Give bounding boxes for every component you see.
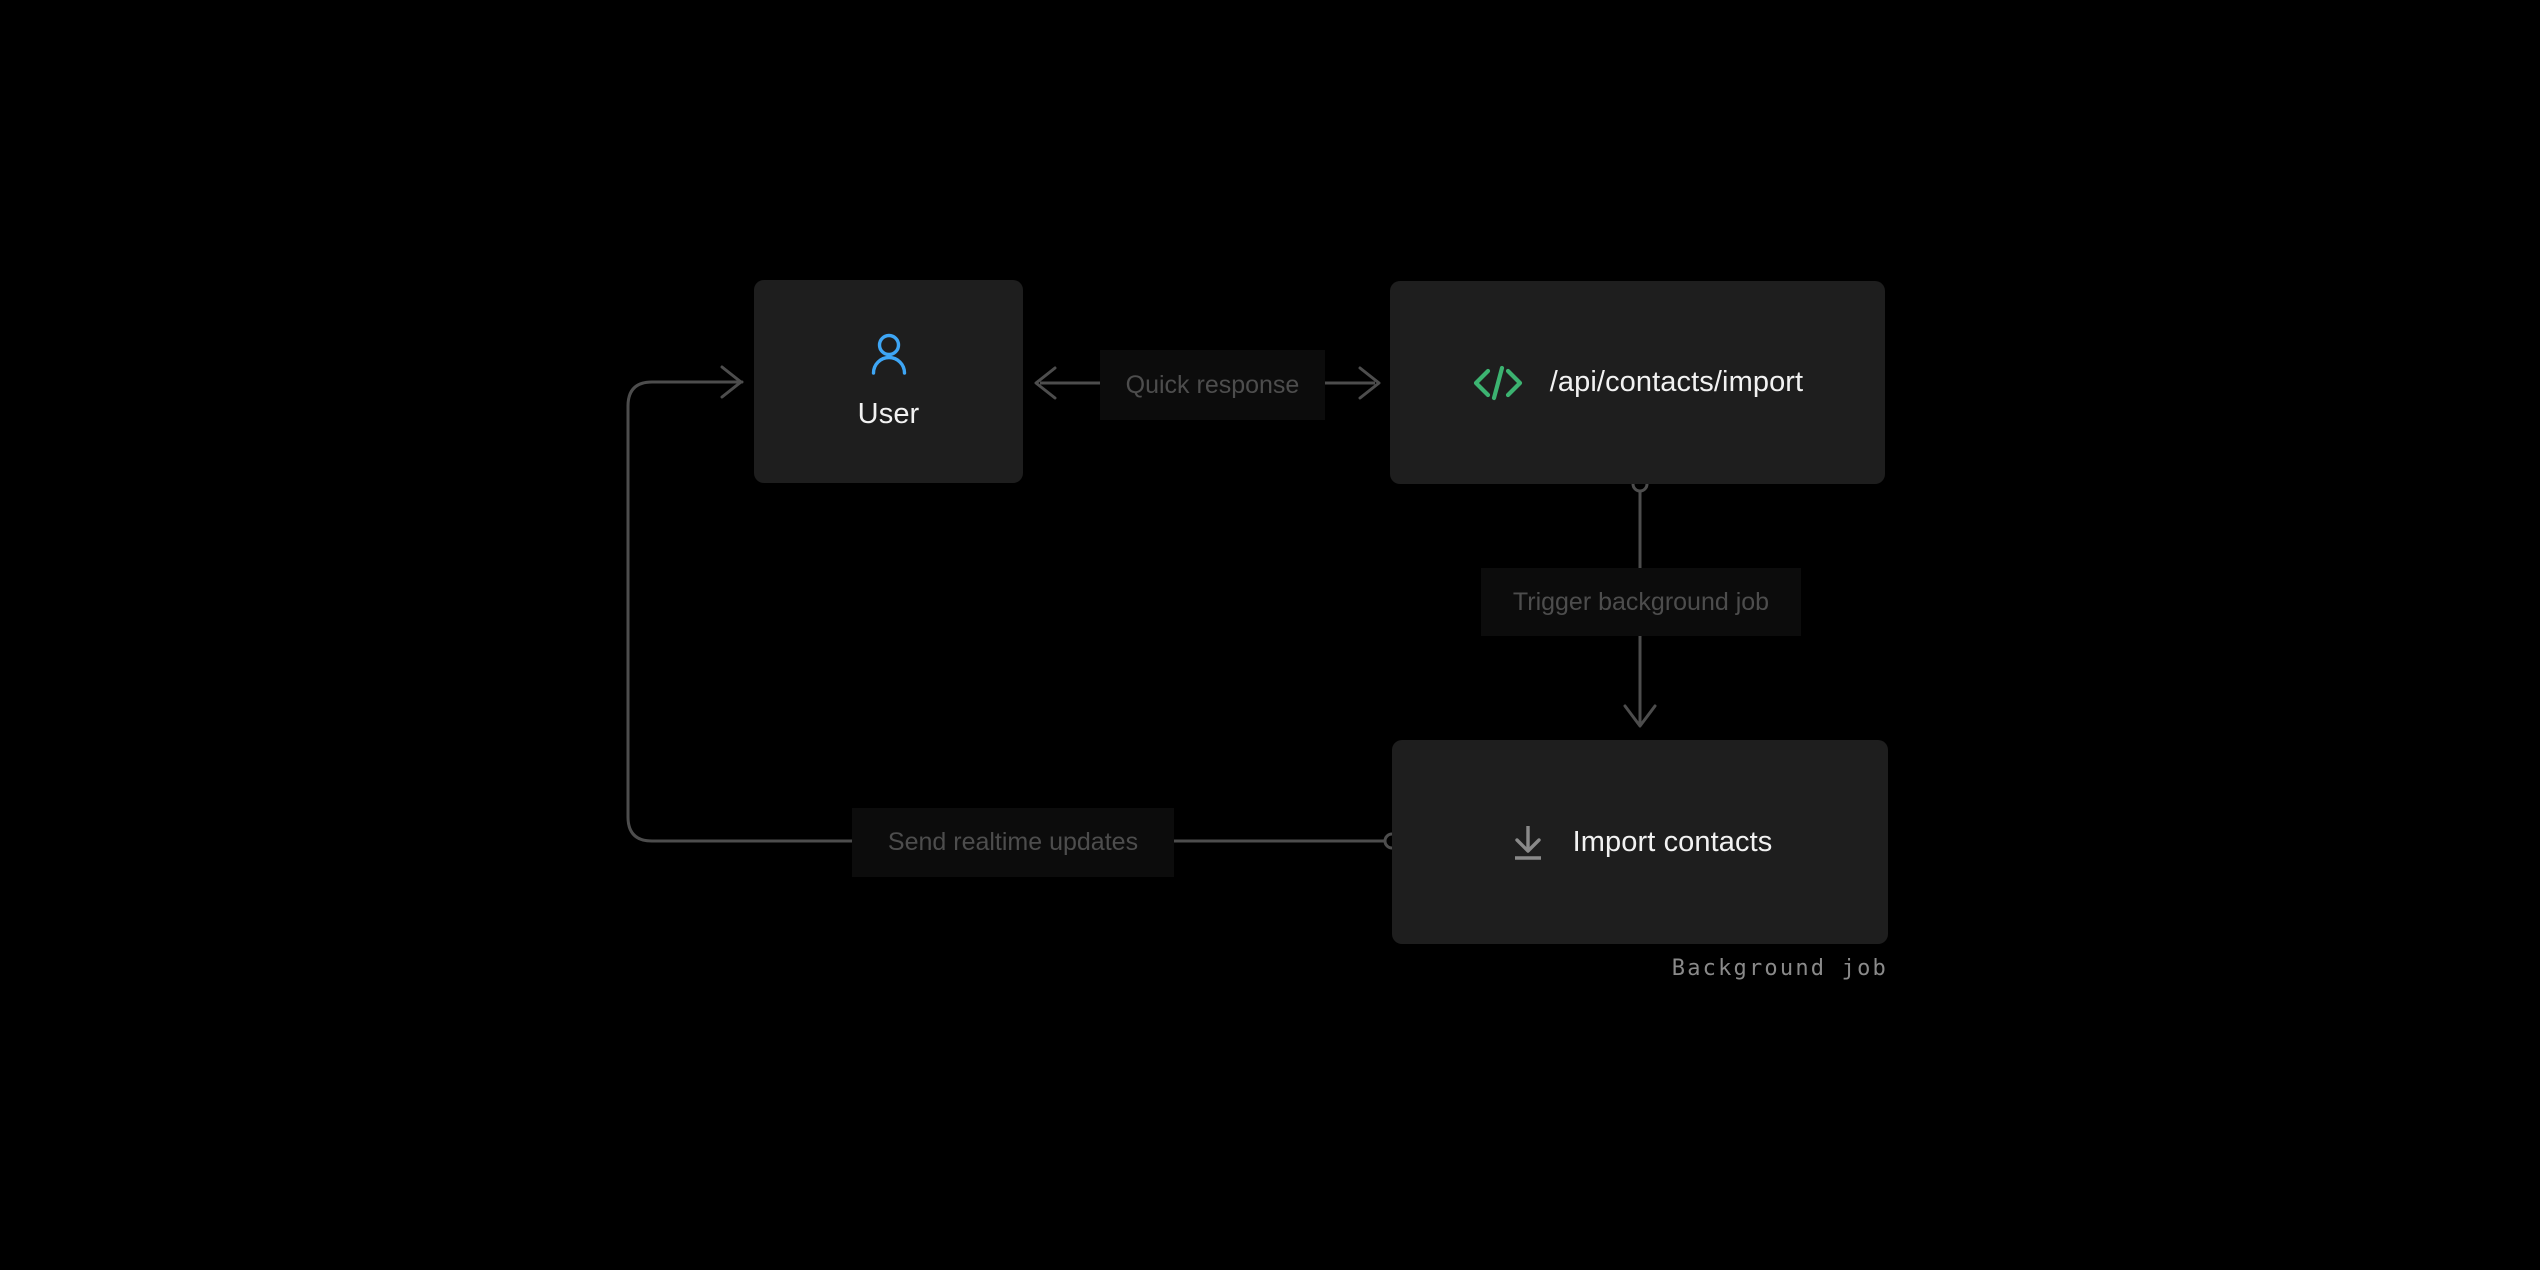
node-user[interactable]: User (754, 280, 1023, 483)
node-api-endpoint[interactable]: /api/contacts/import (1390, 281, 1885, 484)
node-import-contacts-label: Import contacts (1572, 825, 1773, 858)
node-import-contacts-caption: Background job (1671, 956, 1888, 981)
arrowhead-to-user (1034, 366, 1057, 400)
node-api-label: /api/contacts/import (1549, 366, 1804, 398)
person-icon (865, 330, 913, 378)
edge-job-user-path (626, 380, 1387, 843)
node-user-label: User (857, 398, 920, 430)
arrowhead-to-user-feedback (720, 365, 743, 399)
edge-label-send-realtime-updates[interactable]: Send realtime updates (852, 808, 1174, 877)
arrowhead-to-api (1358, 366, 1381, 400)
edge-label-trigger-background-job[interactable]: Trigger background job (1481, 568, 1801, 636)
code-icon (1472, 363, 1524, 403)
download-icon (1508, 822, 1548, 862)
arrowhead-to-job (1623, 704, 1657, 728)
node-import-contacts[interactable]: Import contacts (1392, 740, 1888, 944)
edge-label-quick-response[interactable]: Quick response (1100, 350, 1325, 420)
